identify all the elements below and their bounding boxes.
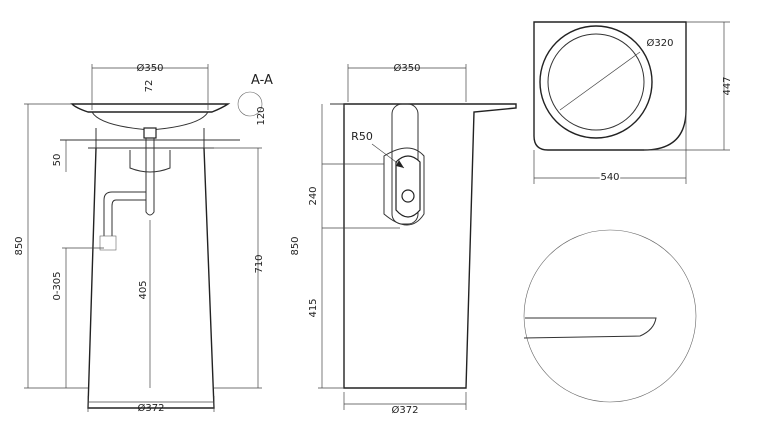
top-bowl-outer (539, 25, 653, 139)
detail-view (523, 229, 697, 403)
side-dim-350: Ø350 (394, 62, 421, 74)
front-dim-372: Ø372 (138, 402, 165, 414)
section-label: A-A (251, 73, 273, 88)
front-basin-bowl (91, 111, 209, 131)
detail-circle (523, 229, 697, 403)
top-view: Ø320 540 447 (533, 21, 733, 185)
top-dia-leader (559, 51, 641, 111)
front-dim-0-305: 0-305 (52, 271, 63, 300)
side-dim-850: 850 (290, 236, 301, 255)
side-dim-240: 240 (308, 186, 319, 205)
front-trap-connector (99, 235, 117, 251)
side-dim-372: Ø372 (392, 404, 419, 416)
front-dim-350: Ø350 (137, 62, 164, 74)
side-dim-415: 415 (308, 298, 319, 317)
front-dim-50: 50 (52, 154, 63, 167)
top-bowl-inner (547, 33, 645, 131)
front-drain (143, 127, 157, 139)
front-dim-72: 72 (144, 80, 155, 93)
top-dim-320: Ø320 (647, 37, 674, 49)
front-drain-pipe (145, 138, 155, 216)
front-pedestal (87, 147, 215, 409)
front-dim-850: 850 (14, 236, 25, 255)
side-pedestal (343, 103, 517, 389)
side-niche-outline (383, 147, 425, 226)
front-dim-120: 120 (256, 106, 267, 125)
front-trap-pipe (103, 191, 146, 236)
detail-rim-profile (523, 317, 657, 339)
side-view: R50 Ø350 850 240 415 Ø372 (290, 62, 517, 416)
front-basin-rim (70, 103, 231, 113)
side-siphon (395, 155, 421, 218)
detail-circle-marker (237, 91, 263, 117)
front-dim-405: 405 (138, 280, 149, 299)
front-view: Ø350 72 A-A 120 850 50 0-305 405 710 Ø37… (14, 62, 273, 414)
top-dim-447: 447 (722, 76, 733, 95)
front-basin-sides (95, 128, 205, 148)
side-siphon-outlet (401, 189, 415, 203)
side-dim-r50: R50 (351, 130, 373, 143)
front-dim-710: 710 (254, 254, 265, 273)
top-dim-540: 540 (600, 172, 619, 183)
front-siphon-bowl (129, 150, 171, 173)
